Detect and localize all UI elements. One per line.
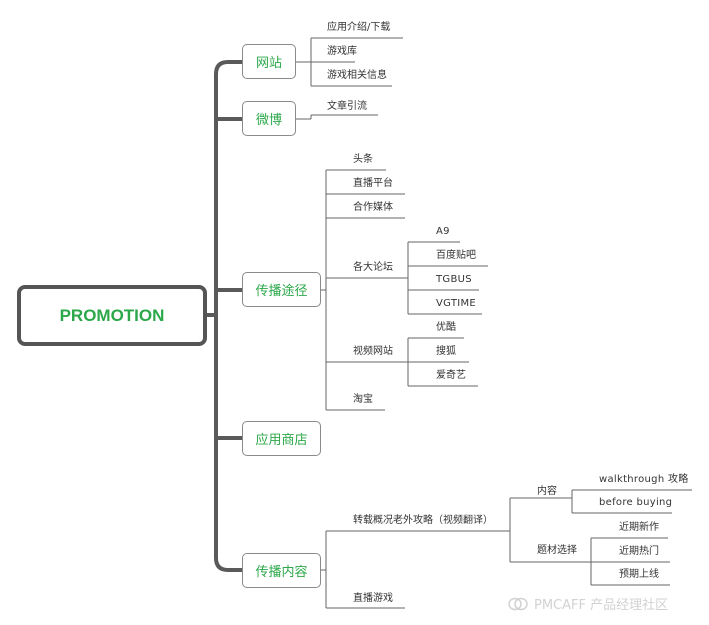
leaf-game-library[interactable]: 游戏库 (327, 46, 357, 57)
node-repost-guides[interactable]: 转载概况老外攻略（视频翻译） (353, 515, 493, 526)
leaf-app-intro[interactable]: 应用介绍/下载 (327, 22, 391, 33)
leaf-forum-vgtime[interactable]: VGTIME (436, 298, 477, 309)
trunk-spine (214, 60, 230, 572)
node-website[interactable]: 网站 (242, 44, 296, 79)
leaf-forum-a9[interactable]: A9 (436, 226, 450, 237)
leaf-partner-media[interactable]: 合作媒体 (353, 202, 393, 213)
node-topic-selection[interactable]: 题材选择 (537, 545, 577, 556)
leaf-live-platform[interactable]: 直播平台 (353, 178, 393, 189)
leaf-video-sohu[interactable]: 搜狐 (436, 346, 456, 357)
node-weibo[interactable]: 微博 (242, 101, 296, 136)
node-video-sites[interactable]: 视频网站 (353, 346, 393, 357)
root-node[interactable]: PROMOTION (17, 285, 207, 346)
node-channels[interactable]: 传播途径 (242, 272, 321, 307)
leaf-taobao[interactable]: 淘宝 (353, 394, 373, 405)
watermark-text: PMCAFF 产品经理社区 (534, 598, 669, 613)
node-content-type[interactable]: 内容 (537, 486, 557, 497)
leaf-video-youku[interactable]: 优酷 (436, 322, 456, 333)
leaf-game-info[interactable]: 游戏相关信息 (327, 70, 387, 81)
node-content[interactable]: 传播内容 (242, 553, 321, 588)
watermark: PMCAFF 产品经理社区 (508, 594, 668, 613)
node-forums[interactable]: 各大论坛 (353, 262, 393, 273)
leaf-video-iqiyi[interactable]: 爱奇艺 (436, 370, 466, 381)
leaf-upcoming[interactable]: 预期上线 (619, 569, 659, 580)
node-appstore[interactable]: 应用商店 (242, 421, 321, 456)
leaf-article-traffic[interactable]: 文章引流 (327, 101, 367, 112)
leaf-toutiao[interactable]: 头条 (353, 154, 373, 165)
leaf-recent-hot[interactable]: 近期热门 (619, 546, 659, 557)
leaf-live-games[interactable]: 直播游戏 (353, 593, 393, 604)
pmcaff-logo-icon (508, 597, 528, 610)
leaf-new-releases[interactable]: 近期新作 (619, 522, 659, 533)
leaf-walkthrough[interactable]: walkthrough 攻略 (599, 474, 689, 485)
leaf-before-buying[interactable]: before buying (599, 497, 673, 508)
leaf-forum-tgbus[interactable]: TGBUS (436, 274, 472, 285)
leaf-forum-tieba[interactable]: 百度贴吧 (436, 250, 476, 261)
